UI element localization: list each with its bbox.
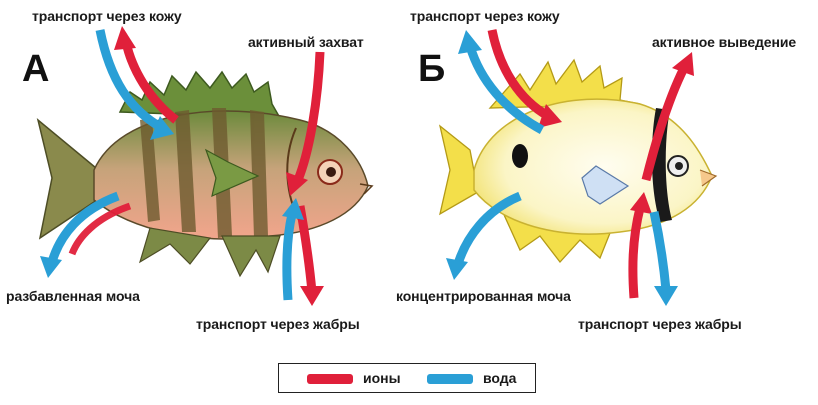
legend-ions-label: ионы — [363, 370, 401, 386]
panel-a-skin-label: транспорт через кожу — [32, 8, 182, 24]
freshwater-fish — [38, 72, 372, 276]
panel-a-letter: А — [22, 48, 49, 91]
legend: ионы вода — [278, 363, 536, 393]
panel-b-urine-label: концентрированная моча — [396, 288, 571, 304]
fish-a-tail — [38, 120, 100, 238]
panel-b-letter: Б — [418, 48, 445, 91]
fish-b-eyespot — [512, 144, 528, 168]
legend-water-label: вода — [483, 370, 516, 386]
panel-b-skin-label: транспорт через кожу — [410, 8, 560, 24]
legend-water-swatch — [427, 374, 473, 384]
panel-a-active-label: активный захват — [248, 34, 364, 50]
panel-a-gills-label: транспорт через жабры — [196, 316, 360, 332]
fish-a-anal-fin — [222, 236, 280, 276]
panel-b-gills-label: транспорт через жабры — [578, 316, 742, 332]
panel-a-urine-label: разбавленная моча — [6, 288, 140, 304]
panel-b-active-label: активное выведение — [652, 34, 796, 50]
legend-ions-swatch — [307, 374, 353, 384]
fish-b-tail — [440, 126, 478, 214]
